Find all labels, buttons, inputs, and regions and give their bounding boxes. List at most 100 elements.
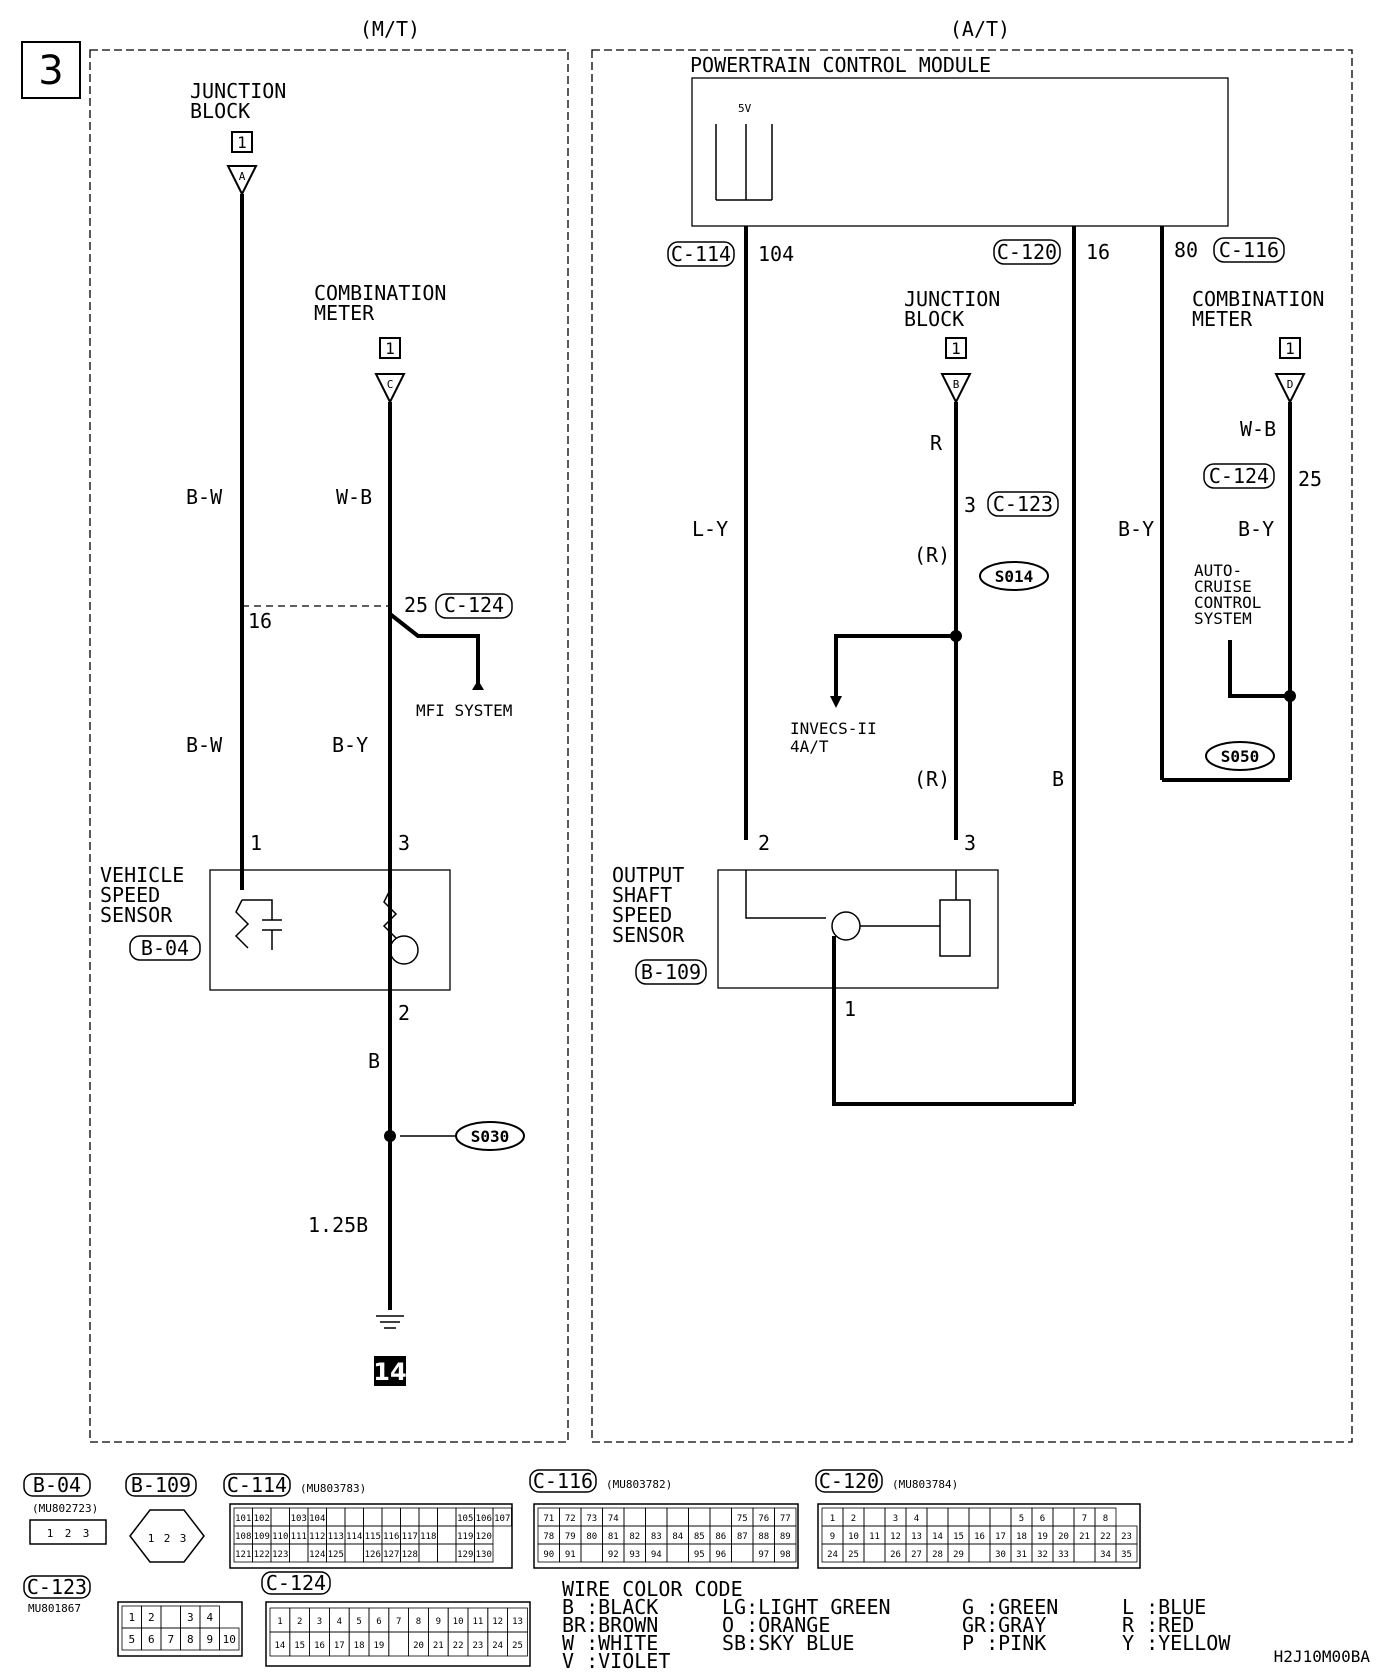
connector-pin-number: 12 <box>890 1532 901 1542</box>
mt-c124: C-124 <box>444 593 504 617</box>
color-code-entry: LG:LIGHT GREEN <box>722 1595 891 1619</box>
connector-pin-number: 98 <box>780 1550 791 1560</box>
legend-b04-badge <box>23 1473 91 1497</box>
color-code-entry: SB:SKY BLUE <box>722 1631 854 1655</box>
at-cruise-4: SYSTEM <box>1194 609 1252 628</box>
connector-pin-number: 32 <box>1037 1550 1048 1560</box>
color-code-entry: R :RED <box>1122 1613 1194 1637</box>
connector-pin-number: 2 <box>297 1617 302 1627</box>
legend-b04-pin2: 2 <box>65 1527 72 1540</box>
connector-pin-number: 126 <box>365 1550 381 1560</box>
at-pin-80: 80 <box>1174 238 1198 262</box>
pcm-5v: 5V <box>738 102 752 115</box>
mt-pin-3: 3 <box>398 831 410 855</box>
mt-jb-connector-icon <box>226 165 258 197</box>
legend-c123-part: MU801867 <box>28 1602 81 1615</box>
connector-cavity <box>580 1543 603 1563</box>
connector-cavity <box>1115 1543 1138 1563</box>
connector-pin-number: 5 <box>356 1617 361 1627</box>
at-jb-fuse: 1 <box>951 339 961 358</box>
connector-pin-number: 23 <box>472 1641 483 1651</box>
connector-pin-number: 87 <box>737 1532 748 1542</box>
connector-cavity <box>219 1627 240 1651</box>
connector-pin-number: 113 <box>328 1532 344 1542</box>
at-pin-16: 16 <box>1086 240 1110 264</box>
legend-b04-name: B-04 <box>33 1473 81 1497</box>
connector-pin-number: 105 <box>457 1514 473 1524</box>
at-sensor-coil-icon <box>939 899 971 957</box>
connector-pin-number: 71 <box>543 1514 554 1524</box>
legend-b04-pin1: 1 <box>47 1527 54 1540</box>
at-sensor-transistor-icon <box>831 911 861 941</box>
connector-pin-number: 102 <box>254 1514 270 1524</box>
connector-pin-number: 119 <box>457 1532 473 1542</box>
mt-sensor-label-3: SENSOR <box>100 903 173 927</box>
connector-cavity <box>688 1507 711 1527</box>
connector-cavity <box>437 1543 457 1563</box>
connector-cavity <box>989 1507 1012 1527</box>
connector-pin-number: 91 <box>565 1550 576 1560</box>
at-jb-label-2: BLOCK <box>904 307 964 331</box>
at-wire-by-right: B-Y <box>1238 517 1274 541</box>
connector-cavity <box>968 1507 991 1527</box>
legend-c124-name: C-124 <box>266 1571 326 1595</box>
connector-pin-number: 3 <box>317 1617 322 1627</box>
connector-pin-number: 84 <box>672 1532 683 1542</box>
at-c114-badge <box>667 241 735 267</box>
legend-c116-part: (MU803782) <box>606 1478 672 1491</box>
connector-cavity <box>926 1507 949 1527</box>
connector-cavity <box>1052 1507 1075 1527</box>
mt-sensor-resistor-2-icon <box>382 889 398 939</box>
at-wire-b: B <box>1052 767 1064 791</box>
connector-cavity <box>968 1543 991 1563</box>
connector-pin-number: 83 <box>651 1532 662 1542</box>
legend-c120-badge <box>815 1469 883 1493</box>
connector-pin-number: 12 <box>492 1617 503 1627</box>
connector-pin-number: 130 <box>476 1550 492 1560</box>
connector-pin-number: 6 <box>1040 1514 1045 1524</box>
pcm-box <box>691 77 1229 227</box>
connector-pin-number: 79 <box>565 1532 576 1542</box>
at-cm-label-1: COMBINATION <box>1192 287 1324 311</box>
connector-cavity <box>270 1507 290 1527</box>
color-code-title: WIRE COLOR CODE <box>562 1577 743 1601</box>
connector-pin-number: 4 <box>337 1617 342 1627</box>
at-wire-wb: W-B <box>1240 417 1276 441</box>
page-number-box <box>21 41 81 99</box>
mt-cm-fuse: 1 <box>385 339 395 358</box>
mt-wire-125b: 1.25B <box>308 1213 368 1237</box>
legend-b109-badge <box>125 1473 197 1497</box>
at-cm-fuse: 1 <box>1285 339 1295 358</box>
connector-pin-number: 80 <box>586 1532 597 1542</box>
mt-sensor-capacitor-icon <box>242 899 282 950</box>
mt-jb-label-2: BLOCK <box>190 99 250 123</box>
connector-cavity <box>381 1507 401 1527</box>
legend-c123-name: C-123 <box>27 1575 87 1599</box>
mt-c124-badge <box>435 593 513 619</box>
connector-pin-number: 85 <box>694 1532 705 1542</box>
at-wire-ground-loop <box>832 936 1074 1106</box>
connector-pin-number: 16 <box>974 1532 985 1542</box>
legend-c120-part: (MU803784) <box>892 1478 958 1491</box>
mt-b04: B-04 <box>141 936 189 960</box>
legend-b109-pin1: 1 <box>148 1532 155 1545</box>
connector-pin-number: 29 <box>953 1550 964 1560</box>
connector-pin-number: 109 <box>254 1532 270 1542</box>
connector-pin-number: 21 <box>433 1641 444 1651</box>
connector-pin-number: 8 <box>187 1633 194 1646</box>
connector-pin-number: 3 <box>893 1514 898 1524</box>
mt-cm-label-1: COMBINATION <box>314 281 446 305</box>
connector-pin-number: 108 <box>235 1532 251 1542</box>
mt-splice: S030 <box>471 1127 510 1146</box>
mt-cm-fuse-box <box>379 337 401 359</box>
legend-c114-part: (MU803783) <box>300 1482 366 1495</box>
connector-pin-number: 90 <box>543 1550 554 1560</box>
connector-pin-number: 15 <box>953 1532 964 1542</box>
mt-pin-2: 2 <box>398 1001 410 1025</box>
connector-pin-number: 93 <box>629 1550 640 1560</box>
